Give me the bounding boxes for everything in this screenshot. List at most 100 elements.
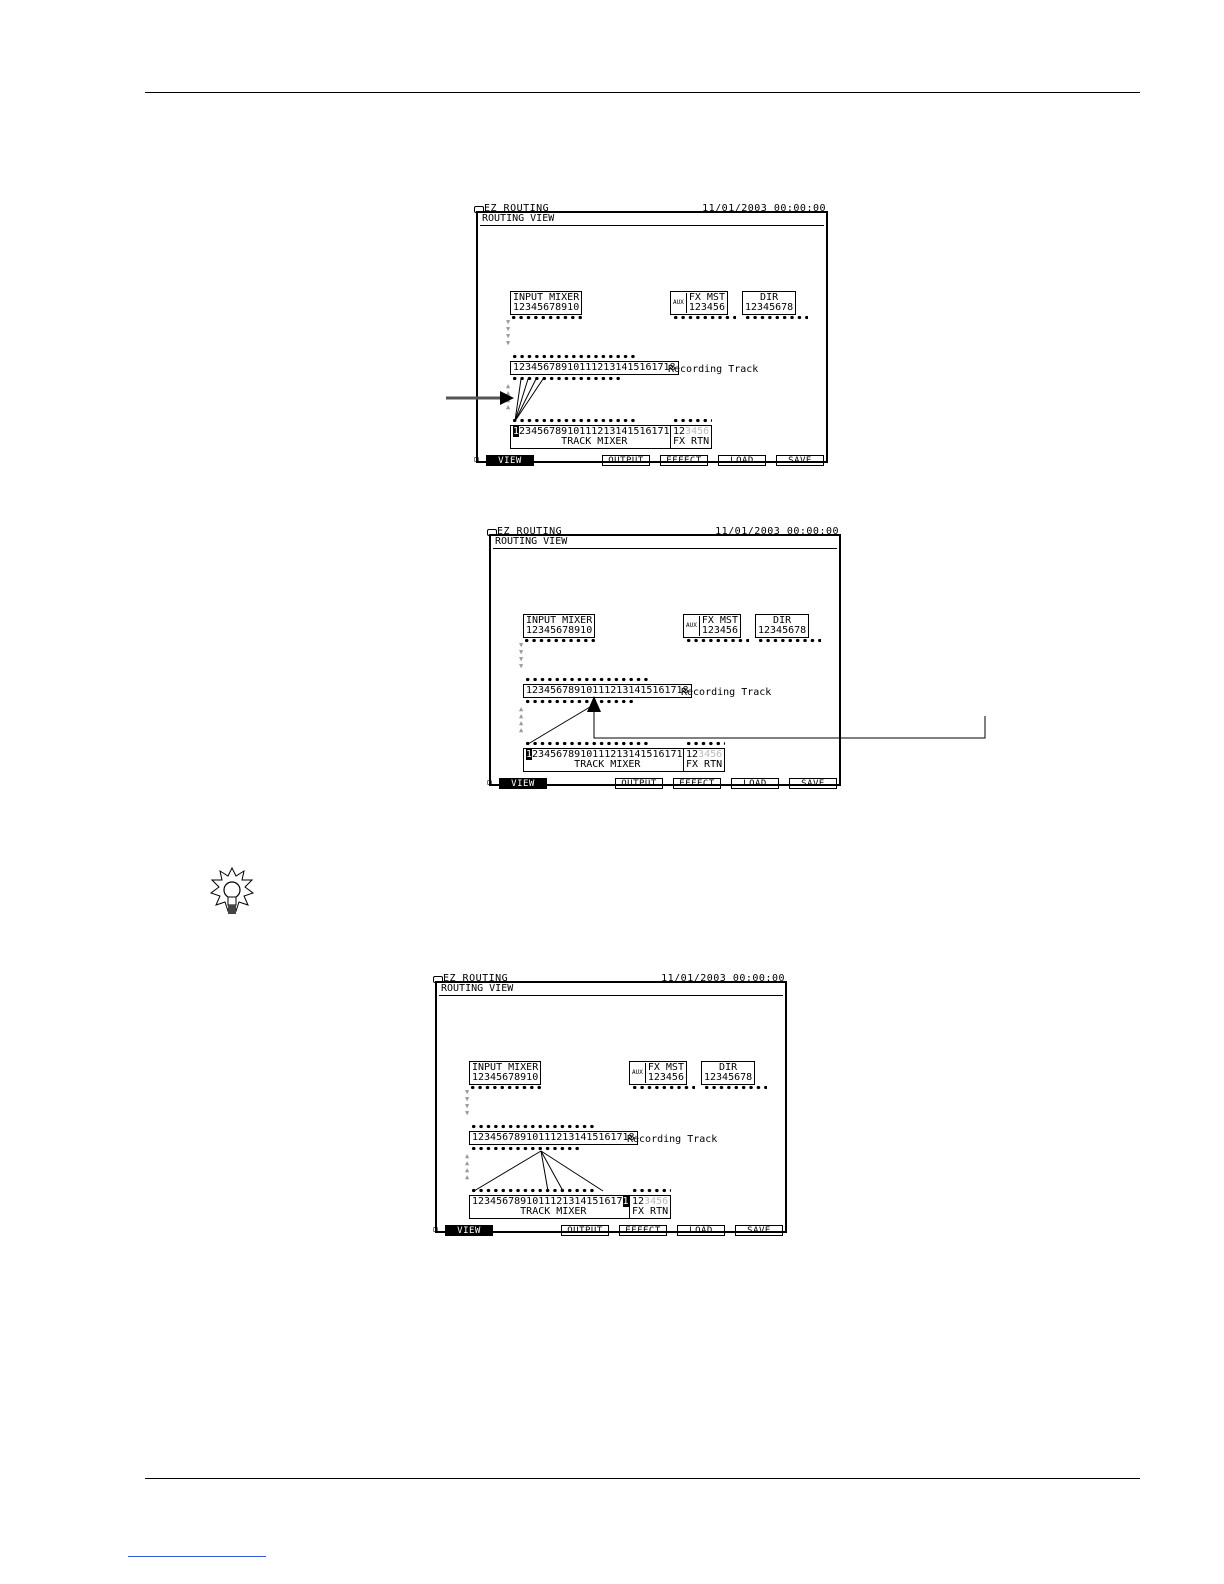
link-icon: ⊡: [474, 455, 479, 464]
fx-mst-block[interactable]: AUX FX MST 123456: [629, 1061, 687, 1085]
lcd-frame: ROUTING VIEW INPUT MIXER 12345678910 ▼▼▼…: [476, 211, 828, 463]
tab-output[interactable]: OUTPUT: [615, 778, 663, 789]
recording-top-dots: [511, 354, 635, 359]
recording-bottom-dots: [524, 699, 636, 704]
recording-bottom-dots: [470, 1146, 582, 1151]
tab-save[interactable]: SAVE: [789, 778, 837, 789]
dir-label: DIR: [719, 1062, 738, 1073]
routing-lines: [473, 1150, 604, 1192]
fx-rtn-label: FX RTN: [632, 1206, 669, 1217]
fx-rtn-dots: [631, 1188, 671, 1193]
fx-rtn-dots: [685, 741, 725, 746]
fx-rtn-label: FX RTN: [686, 759, 723, 770]
tab-save[interactable]: SAVE: [735, 1225, 783, 1236]
dir-dots: [744, 315, 808, 320]
footer-link-underline[interactable]: [128, 1556, 266, 1557]
aux-label: AUX: [632, 1063, 646, 1083]
recording-track-channels: 123456789101112131415161718: [472, 1132, 635, 1143]
track-mixer-label: TRACK MIXER: [561, 436, 628, 447]
fx-mst-dots: [672, 315, 736, 320]
recording-track-label: Recording Track: [681, 687, 772, 698]
dir-block[interactable]: DIR 12345678: [755, 614, 810, 638]
dir-block[interactable]: DIR 12345678: [701, 1061, 756, 1085]
track-mixer-top-dots: [524, 741, 648, 746]
routing-view-title: ROUTING VIEW: [441, 983, 514, 994]
track-mixer-channels: 23456789101112131415161718: [532, 749, 689, 760]
track-mixer-block[interactable]: 123456789101112131415161718 TRACK MIXER: [510, 425, 679, 449]
recording-track-channels: 123456789101112131415161718: [513, 362, 676, 373]
fx-mst-label: FX MST: [688, 292, 725, 303]
tab-effect[interactable]: EFFECT: [660, 455, 708, 466]
routing-screen-1: EZ ROUTING 11/01/2003 00:00:00 ROUTING V…: [474, 203, 834, 471]
fx-mst-block[interactable]: AUX FX MST 123456: [683, 614, 741, 638]
track-mixer-selected-channel[interactable]: 1: [526, 749, 533, 760]
track-mixer-block[interactable]: 123456789101112131415161718 TRACK MIXER: [523, 748, 692, 772]
tab-load[interactable]: LOAD: [718, 455, 766, 466]
fx-rtn-dots: [672, 418, 712, 423]
fx-rtn-active-channels: 12: [686, 749, 699, 760]
input-mixer-block[interactable]: INPUT MIXER 12345678910: [510, 291, 583, 315]
routing-lines: [527, 703, 596, 745]
track-mixer-selected-channel[interactable]: 1: [513, 426, 520, 437]
header-rule: [145, 92, 1140, 93]
track-mixer-top-dots: [470, 1188, 594, 1193]
tab-effect[interactable]: EFFECT: [619, 1225, 667, 1236]
tab-view[interactable]: VIEW: [486, 455, 534, 466]
tab-load[interactable]: LOAD: [677, 1225, 725, 1236]
recording-track-block[interactable]: 123456789101112131415161718: [510, 361, 679, 375]
input-mixer-dots: [510, 315, 584, 320]
fx-rtn-block[interactable]: 123456 FX RTN: [683, 748, 726, 772]
fx-rtn-active-channels: 12: [673, 426, 686, 437]
tab-effect[interactable]: EFFECT: [673, 778, 721, 789]
recording-top-dots: [470, 1124, 594, 1129]
fx-mst-channels: 123456: [688, 302, 725, 313]
tab-save[interactable]: SAVE: [776, 455, 824, 466]
track-mixer-channels: 1234567891011121314151617: [472, 1196, 623, 1207]
track-mixer-label: TRACK MIXER: [520, 1206, 587, 1217]
input-mixer-channels: 12345678910: [526, 625, 593, 636]
input-mixer-channels: 12345678910: [472, 1072, 539, 1083]
input-mixer-label: INPUT MIXER: [513, 292, 580, 303]
screen-datetime: 11/01/2003 00:00:00: [661, 973, 785, 984]
fx-rtn-active-channels: 12: [632, 1196, 645, 1207]
screen-title: EZ ROUTING: [443, 973, 509, 984]
fx-rtn-label: FX RTN: [673, 436, 710, 447]
fx-rtn-inactive-channels: 3456: [698, 749, 723, 760]
tab-output[interactable]: OUTPUT: [602, 455, 650, 466]
tab-view[interactable]: VIEW: [445, 1225, 493, 1236]
dir-channels: 12345678: [745, 302, 794, 313]
fx-mst-dots: [685, 638, 749, 643]
input-mixer-block[interactable]: INPUT MIXER 12345678910: [469, 1061, 542, 1085]
track-mixer-selected-channel[interactable]: 18: [622, 1196, 635, 1207]
dir-label: DIR: [760, 292, 779, 303]
recording-track-label: Recording Track: [668, 364, 759, 375]
fx-mst-dots: [631, 1085, 695, 1090]
screen-title: EZ ROUTING: [497, 526, 563, 537]
track-mixer-block[interactable]: 123456789101112131415161718 TRACK MIXER: [469, 1195, 638, 1219]
track-mixer-label: TRACK MIXER: [574, 759, 641, 770]
tab-bar: ⊡ VIEW OUTPUT EFFECT LOAD SAVE: [433, 1225, 793, 1237]
recording-track-block[interactable]: 123456789101112131415161718: [523, 684, 692, 698]
footer-rule: [145, 1478, 1140, 1479]
aux-label: AUX: [673, 293, 687, 313]
fx-rtn-block[interactable]: 123456 FX RTN: [670, 425, 713, 449]
fx-rtn-inactive-channels: 3456: [685, 426, 710, 437]
fx-rtn-block[interactable]: 123456 FX RTN: [629, 1195, 672, 1219]
link-icon: ⊡: [487, 778, 492, 787]
dir-block[interactable]: DIR 12345678: [742, 291, 797, 315]
down-arrow-icon: ▼▼▼▼: [519, 641, 524, 670]
tab-output[interactable]: OUTPUT: [561, 1225, 609, 1236]
fx-mst-block[interactable]: AUX FX MST 123456: [670, 291, 728, 315]
aux-label: AUX: [686, 616, 700, 636]
recording-track-block[interactable]: 123456789101112131415161718: [469, 1131, 638, 1145]
dir-channels: 12345678: [704, 1072, 753, 1083]
dir-dots: [703, 1085, 767, 1090]
routing-lines: [514, 378, 544, 422]
up-arrow-icon: ▲▲▲▲: [519, 705, 524, 734]
tab-view[interactable]: VIEW: [499, 778, 547, 789]
down-arrow-icon: ▼▼▼▼: [506, 318, 511, 347]
up-arrow-icon: ▲▲▲▲: [465, 1152, 470, 1181]
tab-load[interactable]: LOAD: [731, 778, 779, 789]
input-mixer-block[interactable]: INPUT MIXER 12345678910: [523, 614, 596, 638]
routing-screen-2: EZ ROUTING 11/01/2003 00:00:00 ROUTING V…: [487, 526, 847, 794]
